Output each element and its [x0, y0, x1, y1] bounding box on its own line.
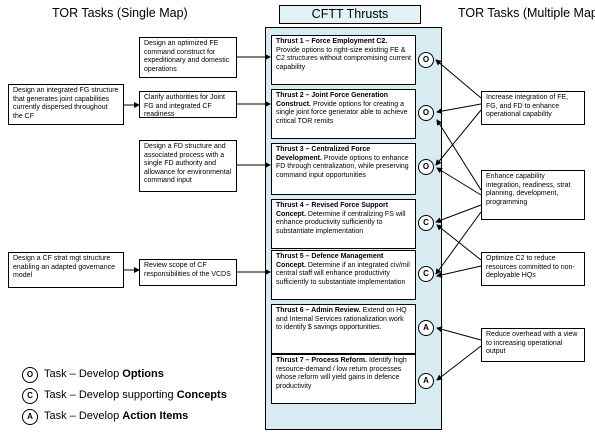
- left-task-box-vcds: Review scope of CF responsibilities of t…: [139, 259, 237, 286]
- left-column-header: TOR Tasks (Single Map): [52, 6, 188, 20]
- thrust-title: Thrust 4 – Revised Force Support Concept…: [276, 202, 389, 218]
- right-task-box-integration: Increase integration of FE, FG, and FD t…: [481, 91, 585, 125]
- thrust-title: Thrust 1 – Force Employment C2.: [276, 38, 388, 45]
- thrust-desc: Determine if centralizing FS will enhanc…: [276, 210, 406, 235]
- thrust-box-1: Thrust 1 – Force Employment C2. Provide …: [271, 35, 416, 85]
- left-task-box-fe-command: Design an optimized FE command construct…: [139, 37, 237, 78]
- left-task-box-fd-structure: Design a FD structure and associated pro…: [139, 140, 237, 192]
- right-task-box-capability: Enhance capability integration, readines…: [481, 170, 585, 220]
- left-task-box-joint-fg: Clarify authorities for Joint FG and int…: [139, 91, 237, 118]
- thrust-title: Thrust 7 – Process Reform.: [276, 357, 368, 364]
- right-task-box-reduce-overhead: Reduce overhead with a view to increasin…: [481, 328, 585, 362]
- legend-action-items-label: Task – Develop Action Items: [44, 410, 189, 422]
- options-task-icon: O: [418, 105, 434, 121]
- legend-options-icon: O: [22, 367, 38, 383]
- concepts-task-icon: C: [418, 266, 434, 282]
- thrust-box-6: Thrust 6 – Admin Review. Extend on HQ an…: [271, 304, 416, 354]
- right-column-header: TOR Tasks (Multiple Map): [458, 6, 595, 20]
- options-task-icon: O: [418, 159, 434, 175]
- thrust-box-4: Thrust 4 – Revised Force Support Concept…: [271, 199, 416, 249]
- center-column-header: CFTT Thrusts: [279, 5, 421, 24]
- thrust-title: Thrust 2 – Joint Force Generation Constr…: [276, 92, 389, 108]
- legend-options-label: Task – Develop Options: [44, 368, 164, 380]
- thrust-box-5: Thrust 5 – Defence Management Concept. D…: [271, 250, 416, 300]
- thrust-box-2: Thrust 2 – Joint Force Generation Constr…: [271, 89, 416, 139]
- thrust-desc: Determine if an integrated civ/mil centr…: [276, 261, 410, 286]
- thrust-title: Thrust 6 – Admin Review.: [276, 307, 361, 314]
- action-items-task-icon: A: [418, 320, 434, 336]
- options-task-icon: O: [418, 52, 434, 68]
- concepts-task-icon: C: [418, 215, 434, 231]
- thrust-title: Thrust 5 – Defence Management Concept.: [276, 253, 384, 269]
- left-task-box-fg-structure: Design an integrated FG structure that g…: [8, 84, 124, 125]
- legend-concepts-icon: C: [22, 388, 38, 404]
- thrust-box-7: Thrust 7 – Process Reform. Identify high…: [271, 354, 416, 404]
- thrust-desc: Extend on HQ and Internal Services ratio…: [276, 307, 407, 332]
- right-task-box-optimize-c2: Optimize C2 to reduce resources committe…: [481, 252, 585, 286]
- thrust-box-3: Thrust 3 – Centralized Force Development…: [271, 143, 416, 195]
- action-items-task-icon: A: [418, 373, 434, 389]
- thrust-title: Thrust 3 – Centralized Force Development…: [276, 146, 371, 162]
- legend-concepts-label: Task – Develop supporting Concepts: [44, 389, 227, 401]
- thrust-desc: Provide options to right-size existing F…: [276, 46, 411, 71]
- thrust-desc: Provide options for creating a single jo…: [276, 100, 408, 125]
- legend-action-items-icon: A: [22, 409, 38, 425]
- left-task-box-strat-mgt: Design a CF strat mgt structure enabling…: [8, 252, 124, 288]
- thrust-desc: Identify high resource-demand / low retu…: [276, 357, 407, 390]
- thrust-desc: Provide options to enhance FD through ce…: [276, 154, 409, 179]
